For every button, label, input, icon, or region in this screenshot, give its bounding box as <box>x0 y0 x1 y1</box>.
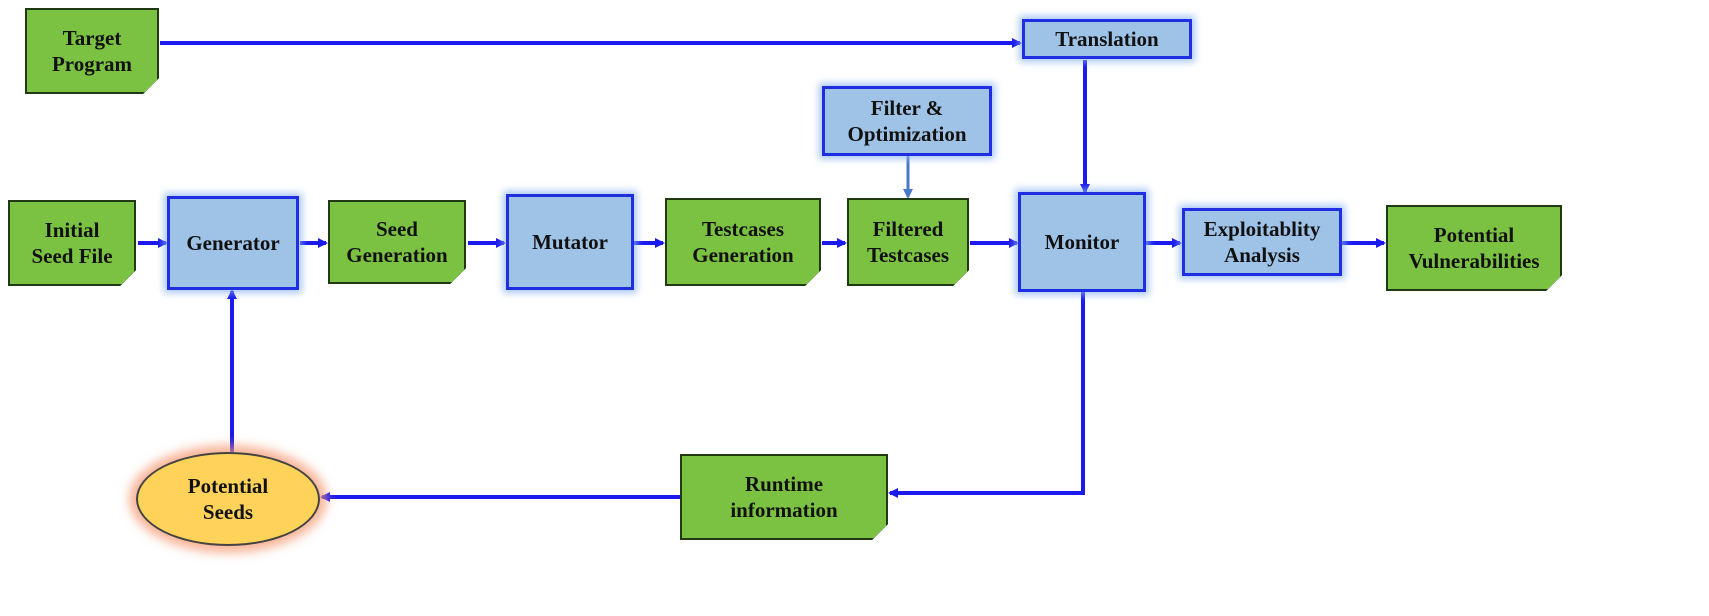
translation-label: Translation <box>1055 27 1159 51</box>
potential-seeds-label: Potential Seeds <box>187 474 269 524</box>
filter-optimization-node: Filter & Optimization <box>822 86 992 156</box>
mutator-label: Mutator <box>532 230 608 254</box>
initial-seed-file-node: Initial Seed File <box>8 200 136 286</box>
testcases-generation-node: Testcases Generation <box>665 198 821 286</box>
filter-optimization-label: Filter & Optimization <box>847 96 967 146</box>
monitor-label: Monitor <box>1044 230 1120 254</box>
filtered-testcases-node: Filtered Testcases <box>847 198 969 286</box>
mutator-node: Mutator <box>506 194 634 290</box>
target-program-node: Target Program <box>25 8 159 94</box>
arrow-monitor-to-runtime <box>888 292 1085 498</box>
monitor-node: Monitor <box>1018 192 1146 292</box>
seed-generation-node: Seed Generation <box>328 200 466 284</box>
target-program-label: Target Program <box>51 26 133 76</box>
testcases-generation-label: Testcases Generation <box>692 217 794 267</box>
seed-generation-label: Seed Generation <box>346 217 448 267</box>
exploitability-analysis-label: Exploitablity Analysis <box>1203 217 1321 267</box>
potential-vulnerabilities-node: Potential Vulnerabilities <box>1386 205 1562 291</box>
runtime-information-node: Runtime information <box>680 454 888 540</box>
exploitability-analysis-node: Exploitablity Analysis <box>1182 208 1342 276</box>
generator-node: Generator <box>167 196 299 290</box>
generator-label: Generator <box>186 231 280 255</box>
initial-seed-file-label: Initial Seed File <box>31 218 113 268</box>
translation-node: Translation <box>1022 19 1192 59</box>
filtered-testcases-label: Filtered Testcases <box>866 217 950 267</box>
potential-seeds-node: Potential Seeds <box>136 452 320 546</box>
runtime-information-label: Runtime information <box>730 472 838 522</box>
potential-vulnerabilities-label: Potential Vulnerabilities <box>1408 223 1540 273</box>
